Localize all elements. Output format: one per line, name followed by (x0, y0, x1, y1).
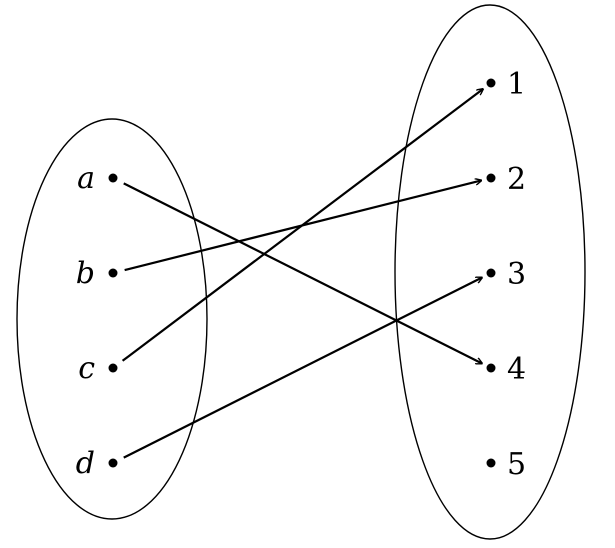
codomain-dot-3 (486, 268, 496, 278)
domain-dot-b (108, 268, 118, 278)
domain-set-outline (16, 118, 208, 520)
domain-label-a: a (77, 161, 95, 196)
domain-dot-a (108, 173, 118, 183)
domain-label-d: d (76, 446, 95, 481)
domain-label-c: c (78, 351, 95, 386)
codomain-dot-5 (486, 458, 496, 468)
domain-dot-d (108, 458, 118, 468)
codomain-label-2: 2 (507, 162, 526, 197)
codomain-label-4: 4 (507, 352, 526, 387)
codomain-set-outline (394, 4, 586, 540)
codomain-label-3: 3 (507, 257, 526, 292)
domain-label-b: b (76, 256, 95, 291)
arrow-a-to-4 (123, 182, 482, 363)
labels-group: a b c d 1 2 3 4 5 (76, 67, 526, 482)
codomain-label-1: 1 (507, 67, 526, 102)
domain-dot-c (108, 363, 118, 373)
arrow-d-to-3 (123, 277, 482, 459)
codomain-dot-2 (486, 173, 496, 183)
arrow-c-to-1 (121, 89, 483, 362)
codomain-dot-4 (486, 363, 496, 373)
codomain-label-5: 5 (507, 447, 526, 482)
arrows-group (121, 89, 483, 459)
codomain-dot-1 (486, 78, 496, 88)
dots-group (108, 78, 496, 468)
